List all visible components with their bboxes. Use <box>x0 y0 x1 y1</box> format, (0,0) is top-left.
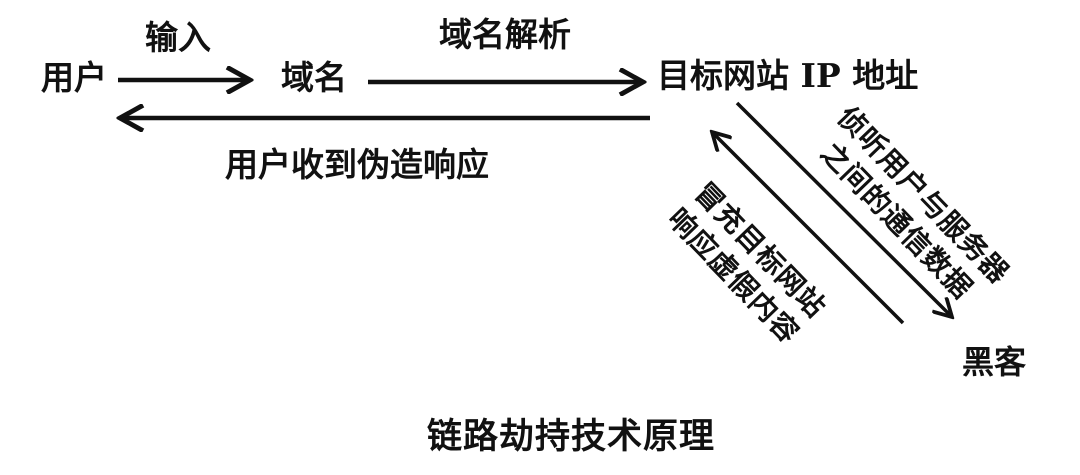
node-domain: 域名 <box>281 58 347 97</box>
node-user: 用户 <box>41 58 107 97</box>
node-hacker: 黑客 <box>962 343 1027 381</box>
input-edge-label: 输入 <box>145 18 211 57</box>
node-target-ip: 目标网站 IP 地址 <box>657 56 919 95</box>
forged-response-label: 用户收到伪造响应 <box>225 145 489 184</box>
resolve-edge-label: 域名解析 <box>439 15 571 54</box>
listen-arrow <box>735 101 952 317</box>
diagram-title: 链路劫持技术原理 <box>426 416 715 457</box>
impersonate-arrow <box>712 132 905 325</box>
